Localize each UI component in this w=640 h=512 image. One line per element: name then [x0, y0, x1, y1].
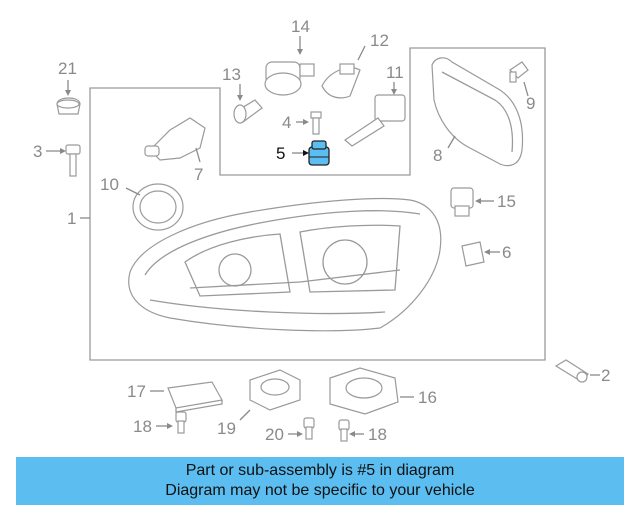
callout-21: 21 — [58, 59, 77, 78]
headlamp-assembly — [128, 197, 442, 332]
part-20-screw — [303, 417, 315, 440]
callout-18-left: 18 — [133, 417, 152, 436]
part-10-ring — [132, 183, 184, 231]
callout-5: 5 — [276, 144, 285, 163]
part-11-bulb — [344, 94, 406, 147]
part-18-screw-left — [175, 411, 187, 434]
part-21-cap — [56, 97, 81, 115]
callout-11: 11 — [386, 63, 404, 82]
callout-13: 13 — [222, 65, 241, 84]
callout-14: 14 — [291, 17, 310, 36]
banner-line-1: Part or sub-assembly is #5 in diagram — [185, 462, 455, 479]
part-13-bulb — [233, 99, 263, 124]
callout-2: 2 — [601, 366, 610, 385]
leader-lines — [46, 36, 600, 437]
callout-4: 4 — [282, 113, 291, 132]
callout-18-right: 18 — [368, 425, 387, 444]
part-5-highlighted — [308, 140, 330, 166]
info-banner: Part or sub-assembly is #5 in diagram Di… — [16, 457, 624, 505]
callout-8: 8 — [433, 146, 442, 165]
part-6-clip — [461, 241, 485, 267]
callout-20: 20 — [265, 425, 284, 444]
part-14-bulb — [264, 61, 315, 96]
parts-diagram: 1 2 3 4 5 6 7 8 9 10 11 12 13 14 15 16 1… — [33, 17, 610, 444]
part-2-screw — [554, 359, 589, 383]
part-16-module — [329, 367, 399, 415]
part-7-socket — [144, 117, 206, 161]
part-8-cover — [431, 57, 524, 167]
callout-12: 12 — [370, 31, 389, 50]
part-3-screw — [65, 144, 81, 177]
callout-3: 3 — [33, 142, 42, 161]
banner-line-2: Diagram may not be specific to your vehi… — [165, 482, 475, 499]
part-15-socket — [450, 187, 474, 217]
callout-7: 7 — [194, 165, 203, 184]
part-17-module — [167, 381, 223, 413]
part-19-module — [249, 369, 301, 411]
callout-1: 1 — [67, 209, 76, 228]
callout-17: 17 — [127, 382, 146, 401]
assembly-outline — [89, 47, 546, 361]
callout-16: 16 — [418, 388, 437, 407]
callout-9: 9 — [526, 94, 535, 113]
callout-15: 15 — [497, 192, 516, 211]
part-9-screw — [509, 61, 529, 83]
part-18-screw-right — [338, 419, 350, 442]
callout-10: 10 — [100, 175, 119, 194]
part-12-bulb — [321, 63, 361, 99]
callout-6: 6 — [502, 243, 511, 262]
part-4-screw — [310, 111, 322, 135]
callout-19: 19 — [217, 419, 236, 438]
